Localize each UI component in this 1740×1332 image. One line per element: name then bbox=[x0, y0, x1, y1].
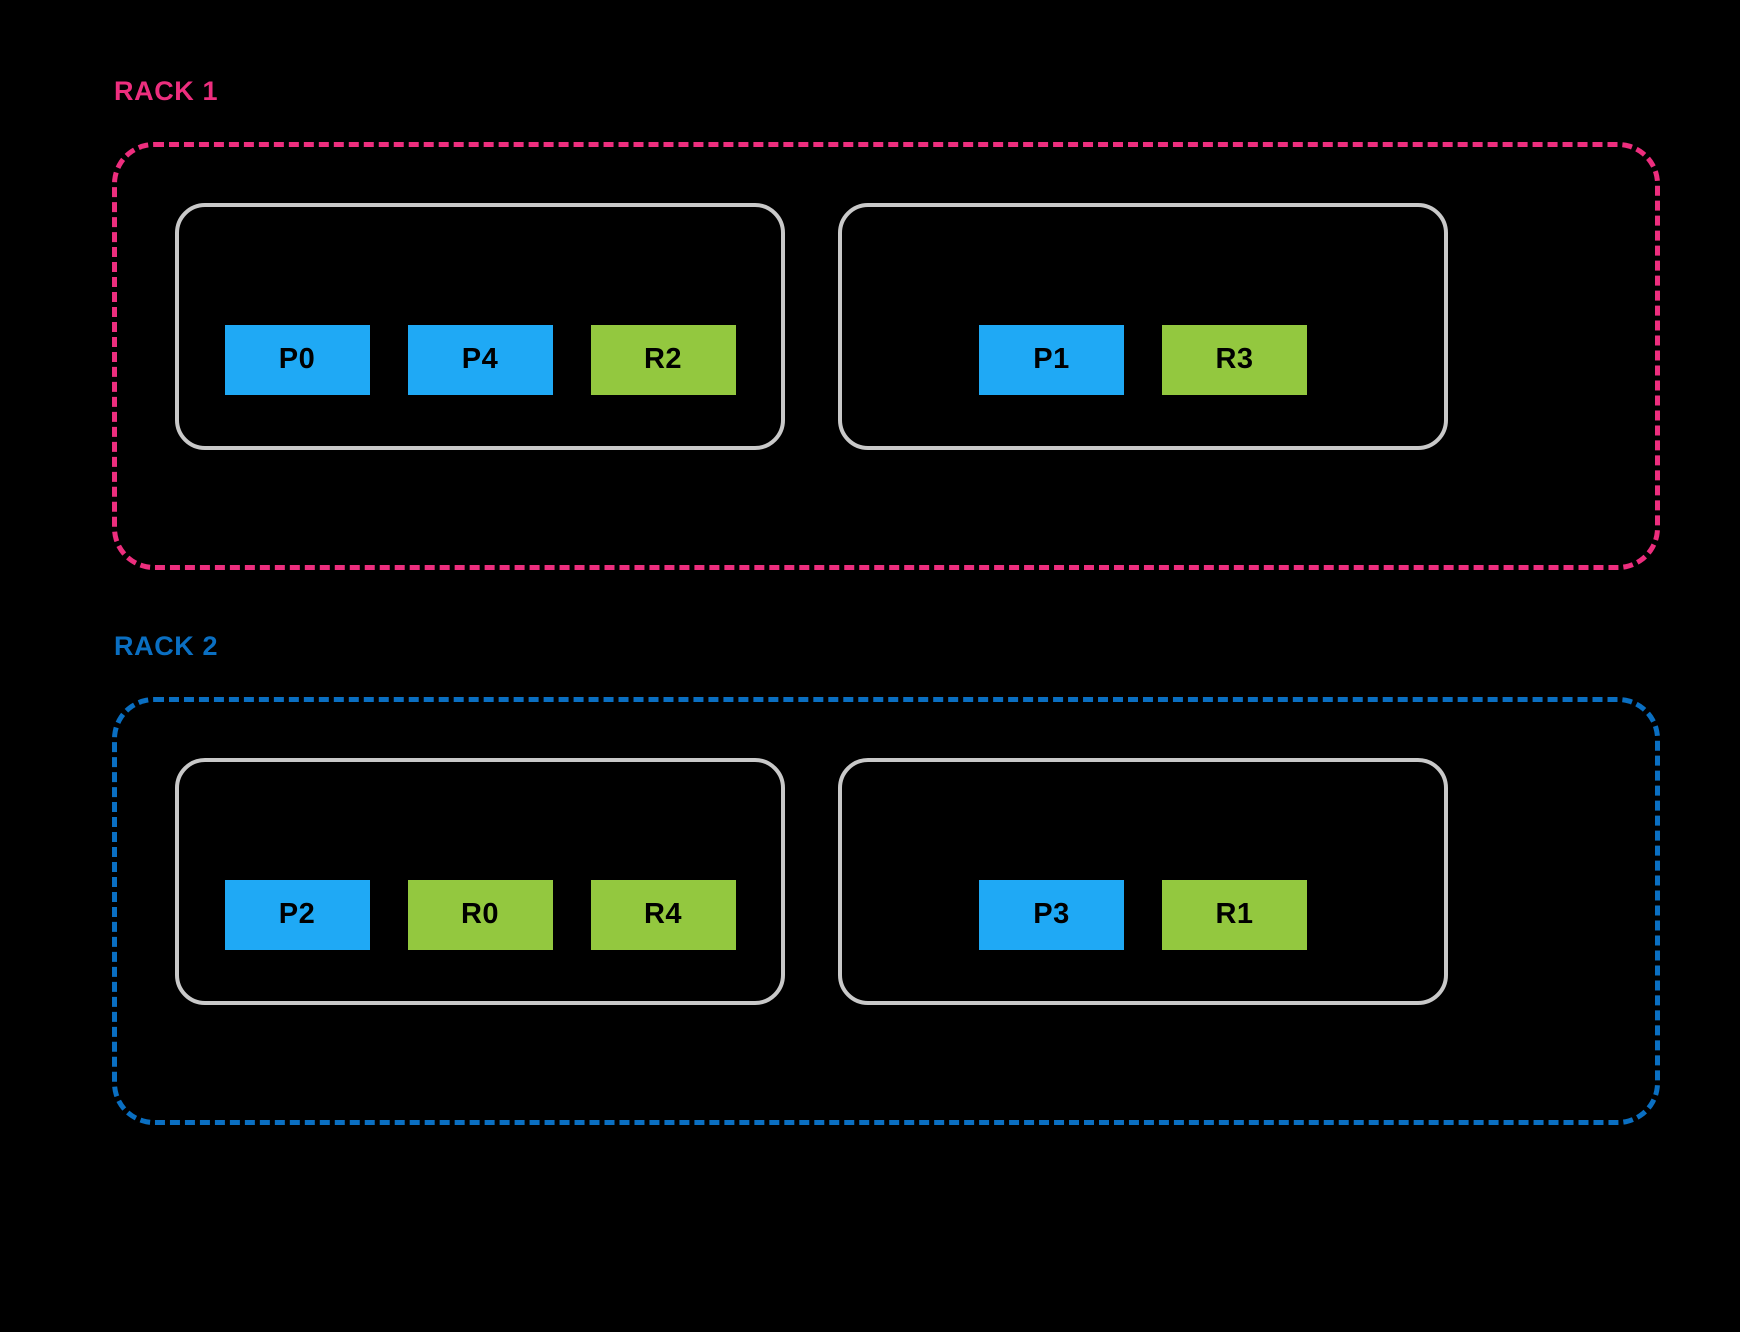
node-group-items: P3 R1 bbox=[979, 879, 1307, 950]
replica-chip-r4[interactable]: R4 bbox=[590, 879, 736, 950]
node-group: P2 R0 R4 bbox=[175, 758, 785, 1005]
partition-chip-p4[interactable]: P4 bbox=[407, 324, 553, 395]
node-group-items: P0 P4 R2 bbox=[224, 324, 736, 395]
replica-chip-r1[interactable]: R1 bbox=[1162, 879, 1307, 950]
partition-chip-p3[interactable]: P3 bbox=[979, 879, 1124, 950]
replica-chip-r0[interactable]: R0 bbox=[407, 879, 553, 950]
rack-label: RACK 2 bbox=[114, 631, 219, 661]
partition-chip-p2[interactable]: P2 bbox=[224, 879, 370, 950]
node-group: P0 P4 R2 bbox=[175, 203, 785, 450]
node-group: P3 R1 bbox=[838, 758, 1448, 1005]
partition-chip-p1[interactable]: P1 bbox=[979, 324, 1124, 395]
replica-chip-r2[interactable]: R2 bbox=[590, 324, 736, 395]
node-group: P1 R3 bbox=[838, 203, 1448, 450]
node-group-items: P2 R0 R4 bbox=[224, 879, 736, 950]
replica-chip-r3[interactable]: R3 bbox=[1162, 324, 1307, 395]
rack-boundary: P2 R0 R4 P3 R1 bbox=[112, 697, 1660, 1125]
rack-label: RACK 1 bbox=[114, 76, 219, 106]
partition-chip-p0[interactable]: P0 bbox=[224, 324, 370, 395]
rack-boundary: P0 P4 R2 P1 R3 bbox=[112, 142, 1660, 570]
node-group-items: P1 R3 bbox=[979, 324, 1307, 395]
